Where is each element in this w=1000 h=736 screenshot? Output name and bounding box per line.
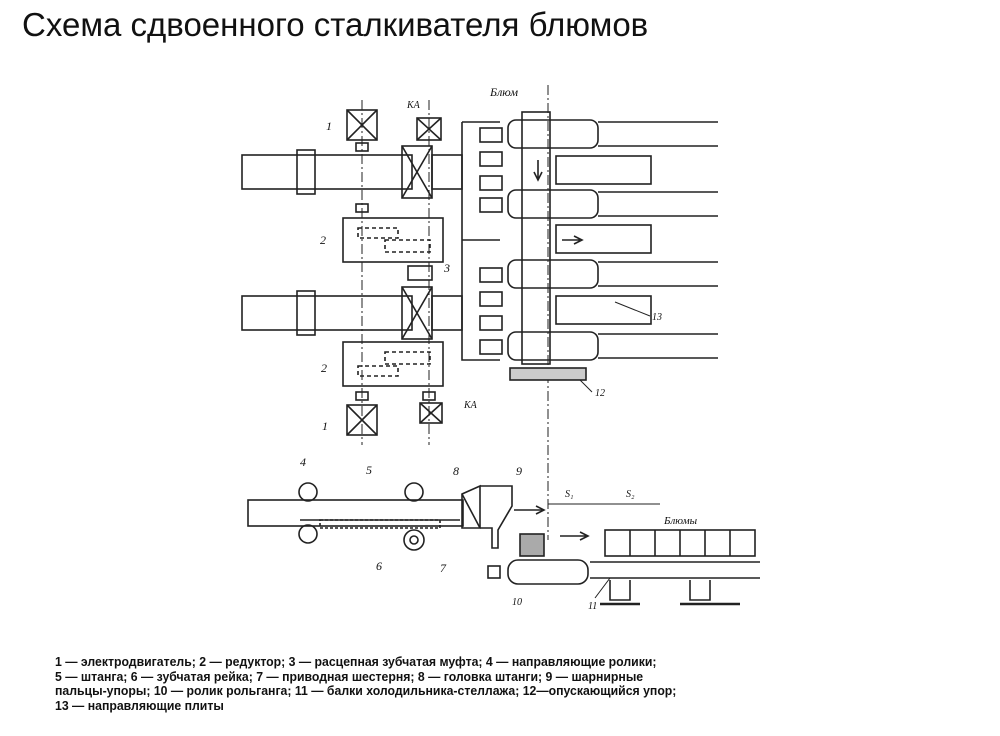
reducer-top <box>342 217 444 263</box>
label-3: 3 <box>443 261 450 275</box>
label-9: 9 <box>516 464 522 478</box>
label-bloom: Блюм <box>489 85 518 99</box>
label-blooms: Блюмы <box>663 515 698 527</box>
label-10: 10 <box>512 597 522 608</box>
legend-line-3: пальцы-упоры; 10 — ролик рольганга; 11 —… <box>55 683 677 698</box>
guide-roller-4 <box>298 482 318 502</box>
label-1-bottom: 1 <box>322 419 328 433</box>
label-s1: S₁ <box>565 489 573 500</box>
conveyor-rollers <box>479 119 718 361</box>
label-ka-top: КА <box>406 100 421 111</box>
lowering-stop-12 <box>509 367 587 381</box>
coupling-3 <box>407 265 433 281</box>
legend-line-2: 5 — штанга; 6 — зубчатая рейка; 7 — прив… <box>55 668 644 684</box>
diagram-legend: 1 — электродвигатель; 2 — редуктор; 3 — … <box>55 654 873 713</box>
pivot-fingers-9 <box>480 485 513 549</box>
label-8: 8 <box>453 464 459 478</box>
slide-title: Схема сдвоенного сталкивателя блюмов <box>22 6 649 43</box>
guide-plates-13 <box>555 155 652 325</box>
reducer-bottom <box>342 341 444 387</box>
label-ka-bottom: КА <box>463 400 478 411</box>
motor-ka-bottom <box>419 402 443 424</box>
label-5: 5 <box>366 463 372 477</box>
drive-pinion-7 <box>403 529 425 551</box>
label-s2: S₂ <box>626 489 635 500</box>
side-view <box>247 482 760 606</box>
label-1-top: 1 <box>326 119 332 133</box>
label-7: 7 <box>440 561 447 575</box>
conveyor-roller-10 <box>507 559 589 585</box>
lower-rod <box>241 286 463 340</box>
legend-line-1: 1 — электродвигатель; 2 — редуктор; 3 — … <box>55 654 657 669</box>
label-4: 4 <box>300 455 306 469</box>
legend-line-4: 13 — направляющие плиты <box>55 697 224 713</box>
label-13: 13 <box>652 312 662 323</box>
label-2-top: 2 <box>320 233 326 247</box>
label-11: 11 <box>588 601 597 612</box>
upper-rod <box>241 145 463 199</box>
label-12: 12 <box>595 388 605 399</box>
bloom-top-view <box>521 111 551 365</box>
label-6: 6 <box>376 559 382 573</box>
label-2-bottom: 2 <box>321 361 327 375</box>
